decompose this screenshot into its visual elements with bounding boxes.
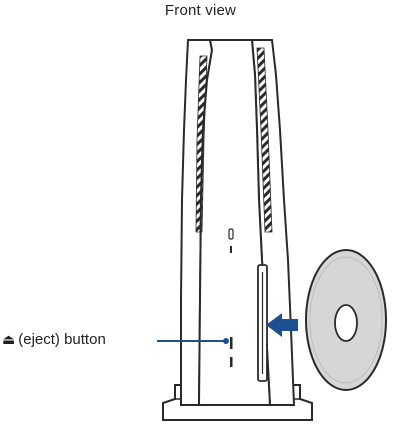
disc-image <box>305 249 387 391</box>
eject-button <box>230 337 233 349</box>
front-controls <box>228 228 234 367</box>
view-title: Front view <box>164 2 237 19</box>
led-indicator <box>230 246 232 253</box>
eject-button-label: ⏏(eject) button <box>2 331 106 348</box>
insert-arrow-icon <box>266 313 298 337</box>
left-vent-stripes <box>195 55 208 233</box>
power-button <box>228 228 234 240</box>
usb-port <box>230 357 233 367</box>
console-body <box>195 39 273 406</box>
right-vent-stripes <box>256 47 273 233</box>
disc-slot <box>257 264 268 382</box>
eject-label-text: (eject) button <box>18 331 106 348</box>
eject-callout <box>157 338 229 344</box>
eject-icon: ⏏ <box>2 331 16 347</box>
